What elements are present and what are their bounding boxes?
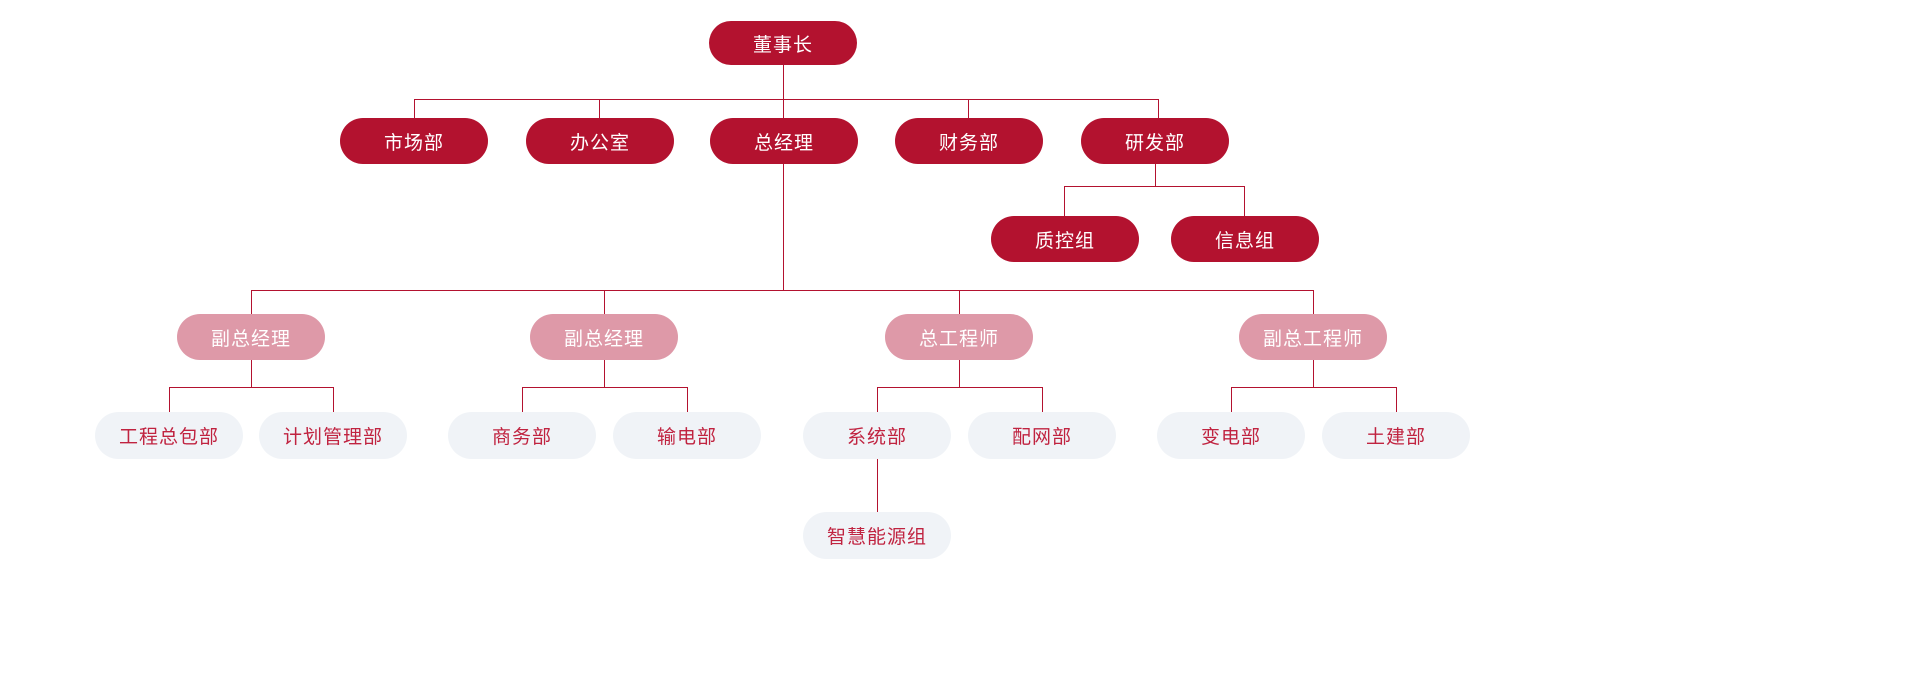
connector-rnd-bus (1064, 186, 1245, 187)
connector-deputy-chief-engineer-bus (1231, 387, 1396, 388)
connector-drop-qc (1064, 186, 1065, 216)
node-office[interactable]: 办公室 (526, 118, 674, 164)
connector-drop-chief-engineer (959, 290, 960, 314)
node-chief-engineer[interactable]: 总工程师 (885, 314, 1033, 360)
connector-chief-engineer-stem (959, 360, 960, 387)
connector-chief-engineer-bus (877, 387, 1042, 388)
node-label: 土建部 (1365, 427, 1426, 448)
connector-drop-rnd (1158, 99, 1159, 118)
node-rnd-dept[interactable]: 研发部 (1081, 118, 1229, 164)
node-smart-energy-group[interactable]: 智慧能源组 (803, 512, 951, 559)
connector-drop-transmission (687, 387, 688, 412)
node-transmission-dept[interactable]: 输电部 (613, 412, 761, 459)
connector-drop-civil (1396, 387, 1397, 412)
node-info-group[interactable]: 信息组 (1171, 216, 1319, 262)
node-epc-dept[interactable]: 工程总包部 (95, 412, 243, 459)
node-label: 副总经理 (210, 328, 291, 350)
node-label: 工程总包部 (118, 427, 219, 448)
node-label: 总工程师 (918, 328, 999, 350)
connector-drop-substation (1231, 387, 1232, 412)
connector-drop-info (1244, 186, 1245, 216)
node-deputy-general-manager-2[interactable]: 副总经理 (530, 314, 678, 360)
node-label: 总经理 (753, 132, 814, 154)
connector-system-stem (877, 459, 878, 512)
connector-rnd-stem (1155, 164, 1156, 186)
connector-deputy-gm-1-stem (251, 360, 252, 387)
node-label: 办公室 (569, 132, 630, 154)
node-distribution-network-dept[interactable]: 配网部 (968, 412, 1116, 459)
node-label: 市场部 (383, 132, 444, 154)
node-label: 研发部 (1124, 132, 1185, 154)
connector-drop-deputy-chief-engineer (1313, 290, 1314, 314)
node-substation-dept[interactable]: 变电部 (1157, 412, 1305, 459)
node-label: 质控组 (1034, 230, 1095, 252)
connector-level1-bus (414, 99, 1159, 100)
node-chairman[interactable]: 董事长 (709, 21, 857, 65)
node-label: 配网部 (1011, 427, 1072, 448)
node-label: 董事长 (752, 34, 813, 56)
connector-drop-gm (783, 99, 784, 118)
connector-root-stem (783, 65, 784, 99)
node-label: 商务部 (491, 427, 552, 448)
node-deputy-chief-engineer[interactable]: 副总工程师 (1239, 314, 1387, 360)
connector-drop-deputy-gm-2 (604, 290, 605, 314)
node-finance-dept[interactable]: 财务部 (895, 118, 1043, 164)
connector-drop-system (877, 387, 878, 412)
node-label: 系统部 (846, 427, 907, 448)
node-civil-engineering-dept[interactable]: 土建部 (1322, 412, 1470, 459)
node-deputy-general-manager-1[interactable]: 副总经理 (177, 314, 325, 360)
node-system-dept[interactable]: 系统部 (803, 412, 951, 459)
node-label: 变电部 (1200, 427, 1261, 448)
connector-drop-planning (333, 387, 334, 412)
node-planning-management-dept[interactable]: 计划管理部 (259, 412, 407, 459)
node-commerce-dept[interactable]: 商务部 (448, 412, 596, 459)
connector-drop-epc (169, 387, 170, 412)
node-label: 信息组 (1214, 230, 1275, 252)
node-label: 财务部 (938, 132, 999, 154)
node-label: 输电部 (656, 427, 717, 448)
connector-drop-distribution (1042, 387, 1043, 412)
connector-managers-bus (251, 290, 1313, 291)
node-label: 副总工程师 (1262, 328, 1363, 350)
connector-deputy-gm-1-bus (169, 387, 333, 388)
node-label: 智慧能源组 (826, 527, 927, 548)
node-marketing-dept[interactable]: 市场部 (340, 118, 488, 164)
node-qc-group[interactable]: 质控组 (991, 216, 1139, 262)
node-label: 计划管理部 (282, 427, 383, 448)
connector-deputy-chief-engineer-stem (1313, 360, 1314, 387)
connector-drop-office (599, 99, 600, 118)
connector-gm-stem (783, 164, 784, 290)
connector-drop-commerce (522, 387, 523, 412)
node-label: 副总经理 (563, 328, 644, 350)
connector-drop-finance (968, 99, 969, 118)
connector-drop-marketing (414, 99, 415, 118)
node-general-manager[interactable]: 总经理 (710, 118, 858, 164)
connector-deputy-gm-2-bus (522, 387, 687, 388)
connector-drop-deputy-gm-1 (251, 290, 252, 314)
connector-deputy-gm-2-stem (604, 360, 605, 387)
